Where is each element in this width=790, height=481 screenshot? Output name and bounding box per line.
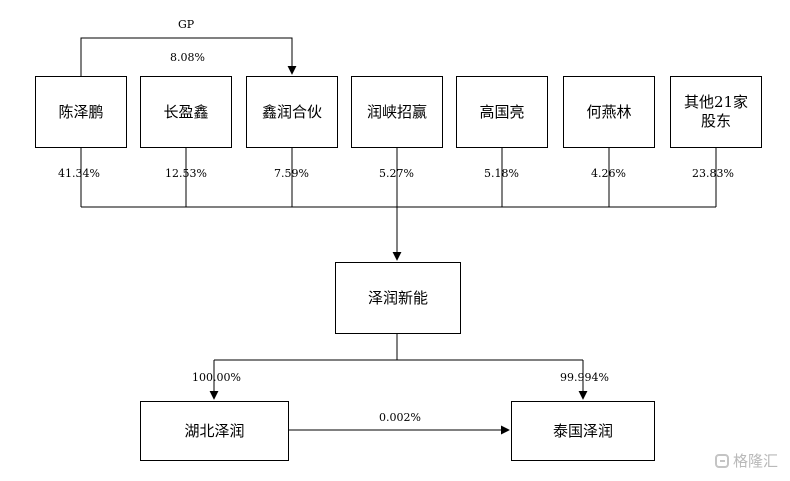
shareholder-box-6[interactable]: 何燕林 — [563, 76, 655, 148]
shareholder-box-5[interactable]: 高国亮 — [456, 76, 548, 148]
shareholder-pct-2: 12.53% — [165, 167, 207, 180]
subsidiary-name: 泰国泽润 — [552, 421, 613, 440]
shareholder-name: 润峡招赢 — [366, 102, 427, 121]
company-name: 泽润新能 — [367, 288, 428, 307]
shareholder-name-line-1: 其他21家 — [683, 93, 749, 111]
watermark-logo-icon — [714, 453, 729, 468]
shareholder-name: 长盈鑫 — [163, 102, 209, 121]
watermark-text: 格隆汇 — [732, 452, 778, 470]
shareholder-box-7[interactable]: 其他21家 股东 — [670, 76, 762, 148]
shareholder-name: 陈泽鹏 — [58, 102, 104, 121]
watermark: 格隆汇 — [714, 450, 778, 471]
shareholder-pct-7: 23.83% — [692, 167, 734, 180]
shareholder-box-1[interactable]: 陈泽鹏 — [35, 76, 127, 148]
subsidiary-pct-thailand: 99.994% — [560, 371, 609, 384]
shareholder-box-4[interactable]: 润峡招赢 — [351, 76, 443, 148]
shareholder-name: 高国亮 — [479, 102, 525, 121]
shareholder-box-2[interactable]: 长盈鑫 — [140, 76, 232, 148]
subsidiary-name: 湖北泽润 — [184, 421, 245, 440]
shareholder-name: 鑫润合伙 — [261, 102, 322, 121]
company-box[interactable]: 泽润新能 — [335, 262, 461, 334]
shareholder-pct-1: 41.34% — [58, 167, 100, 180]
gp-percentage: 8.08% — [170, 51, 205, 64]
gp-connector — [80, 37, 297, 76]
shareholder-name-line-2: 股东 — [700, 112, 731, 130]
subsidiary-link-pct: 0.002% — [379, 411, 421, 424]
shareholder-pct-5: 5.18% — [484, 167, 519, 180]
subsidiary-box-hubei[interactable]: 湖北泽润 — [140, 401, 289, 461]
shareholder-pct-6: 4.26% — [591, 167, 626, 180]
shareholder-box-3[interactable]: 鑫润合伙 — [246, 76, 338, 148]
gp-label: GP — [178, 18, 195, 31]
shareholder-pct-3: 7.59% — [274, 167, 309, 180]
shareholder-pct-4: 5.27% — [379, 167, 414, 180]
shareholder-name: 何燕林 — [586, 102, 632, 121]
subsidiary-pct-hubei: 100.00% — [192, 371, 241, 384]
subsidiary-box-thailand[interactable]: 泰国泽润 — [511, 401, 655, 461]
